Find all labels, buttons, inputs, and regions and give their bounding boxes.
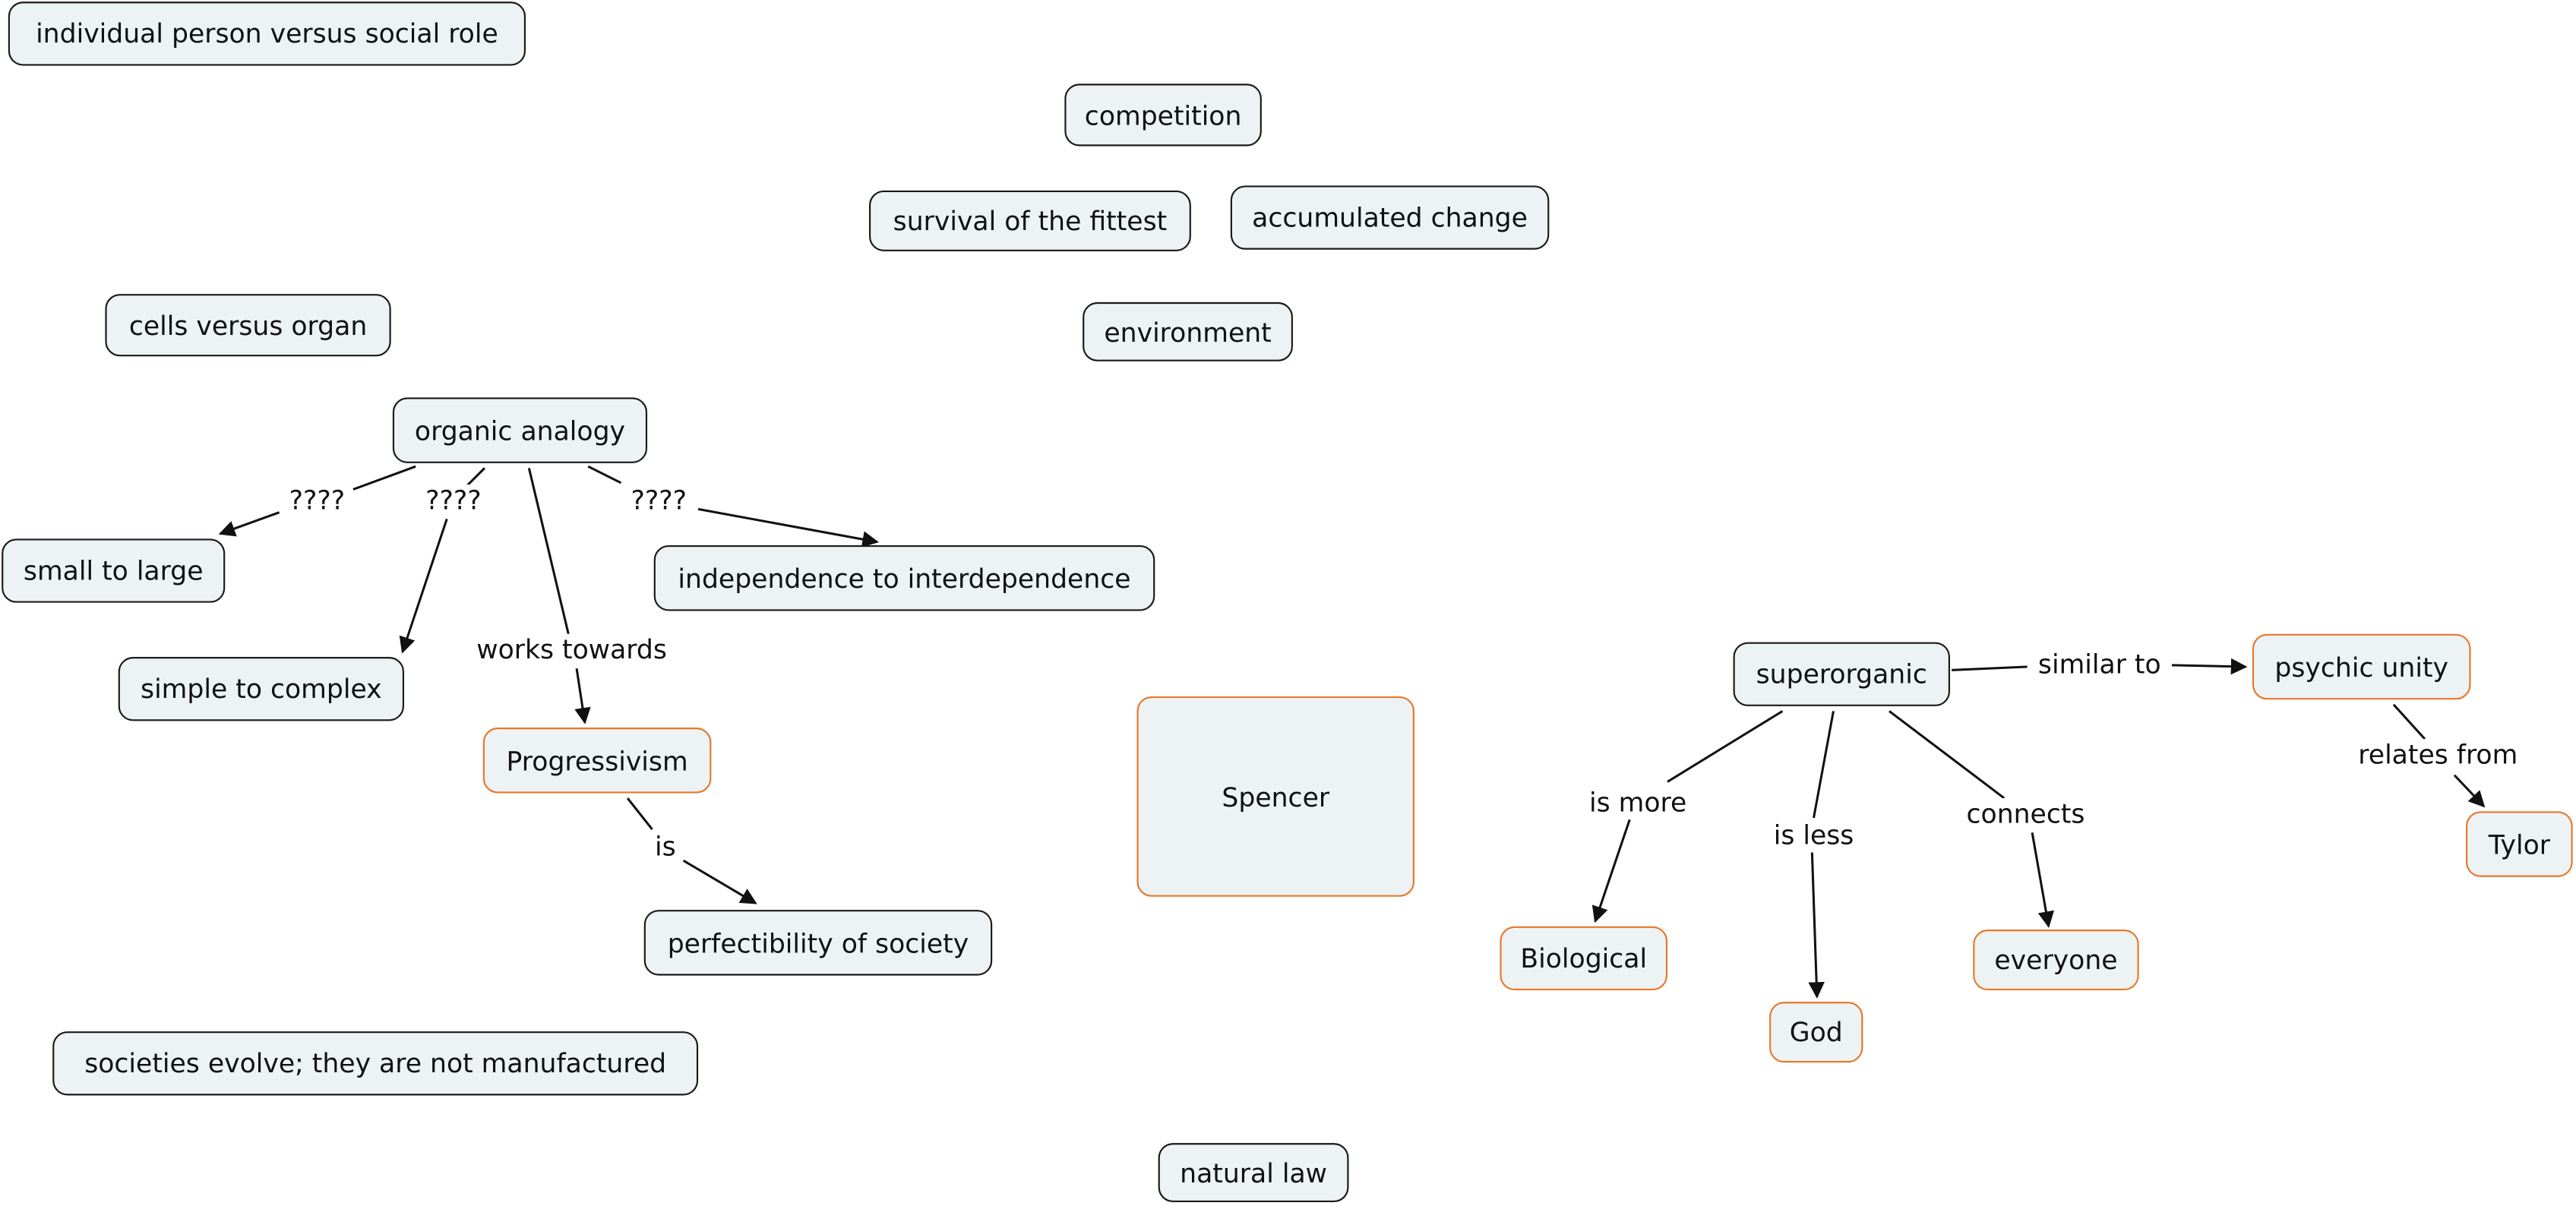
node-spencer[interactable]: Spencer xyxy=(1136,696,1414,897)
link-label-is[interactable]: is xyxy=(650,831,681,864)
connector-progressivism-to-is xyxy=(626,797,653,831)
node-superorganic[interactable]: superorganic xyxy=(1733,642,1951,706)
node-cells-versus-organ[interactable]: cells versus organ xyxy=(105,294,391,357)
node-progressivism[interactable]: Progressivism xyxy=(482,728,712,794)
node-survival-of-the-fittest[interactable]: survival of the fittest xyxy=(869,190,1191,251)
node-independence-to-interdependence[interactable]: independence to interdependence xyxy=(653,545,1155,611)
link-label-connects[interactable]: connects xyxy=(1961,798,2090,832)
node-tylor[interactable]: Tylor xyxy=(2466,811,2573,877)
connector-organic-analogy-to-works-towards xyxy=(527,467,570,635)
node-psychic-unity[interactable]: psychic unity xyxy=(2252,633,2471,700)
link-label-works-towards[interactable]: works towards xyxy=(471,633,672,668)
link-label-organic-analogy-simple-to-complex[interactable]: ???? xyxy=(420,484,487,518)
node-simple-to-complex[interactable]: simple to complex xyxy=(118,657,404,721)
connector-label-to-small-to-large xyxy=(218,511,280,537)
node-accumulated-change[interactable]: accumulated change xyxy=(1230,185,1550,250)
connector-works-towards-to-progressivism xyxy=(574,668,591,724)
connector-similar-to-to-psychic-unity xyxy=(2171,658,2248,675)
connector-connects-to-everyone xyxy=(2031,832,2055,928)
link-label-is-less[interactable]: is less xyxy=(1768,819,1859,853)
connector-is-more-to-biological xyxy=(1591,819,1631,923)
connector-organic-analogy-to-label-small xyxy=(352,465,416,491)
node-societies-evolve[interactable]: societies evolve; they are not manufactu… xyxy=(52,1031,699,1096)
node-individual-person-versus-social-role[interactable]: individual person versus social role xyxy=(8,2,526,66)
link-label-relates-from[interactable]: relates from xyxy=(2353,739,2523,772)
connector-psychic-unity-to-relates-from xyxy=(2392,703,2426,740)
node-perfectibility-of-society[interactable]: perfectibility of society xyxy=(643,910,993,976)
node-natural-law[interactable]: natural law xyxy=(1158,1143,1349,1203)
node-god[interactable]: God xyxy=(1769,1002,1863,1063)
link-label-organic-analogy-small-to-large[interactable]: ???? xyxy=(284,484,350,518)
connector-superorganic-to-connects xyxy=(1889,710,2005,800)
node-organic-analogy[interactable]: organic analogy xyxy=(392,397,648,463)
connector-superorganic-to-similar-to xyxy=(1952,665,2028,671)
connector-is-less-to-god xyxy=(1808,852,1825,999)
connector-superorganic-to-is-less xyxy=(1813,711,1835,819)
link-label-similar-to[interactable]: similar to xyxy=(2033,649,2167,682)
link-label-organic-analogy-independence[interactable]: ???? xyxy=(625,484,692,518)
node-everyone[interactable]: everyone xyxy=(1973,930,2139,991)
connector-relates-from-to-tylor xyxy=(2453,774,2486,808)
connector-superorganic-to-is-more xyxy=(1667,710,1784,783)
connector-label-to-independence xyxy=(697,507,879,548)
connector-label-to-simple-to-complex xyxy=(399,518,448,654)
node-biological[interactable]: Biological xyxy=(1500,926,1668,991)
link-label-is-more[interactable]: is more xyxy=(1584,786,1692,820)
connector-organic-analogy-to-label-indep xyxy=(587,465,622,485)
node-competition[interactable]: competition xyxy=(1064,84,1262,147)
node-small-to-large[interactable]: small to large xyxy=(2,538,226,603)
connector-organic-analogy-to-label-simple xyxy=(466,467,486,488)
node-environment[interactable]: environment xyxy=(1083,301,1293,361)
connector-is-to-perfectibility xyxy=(682,859,757,904)
